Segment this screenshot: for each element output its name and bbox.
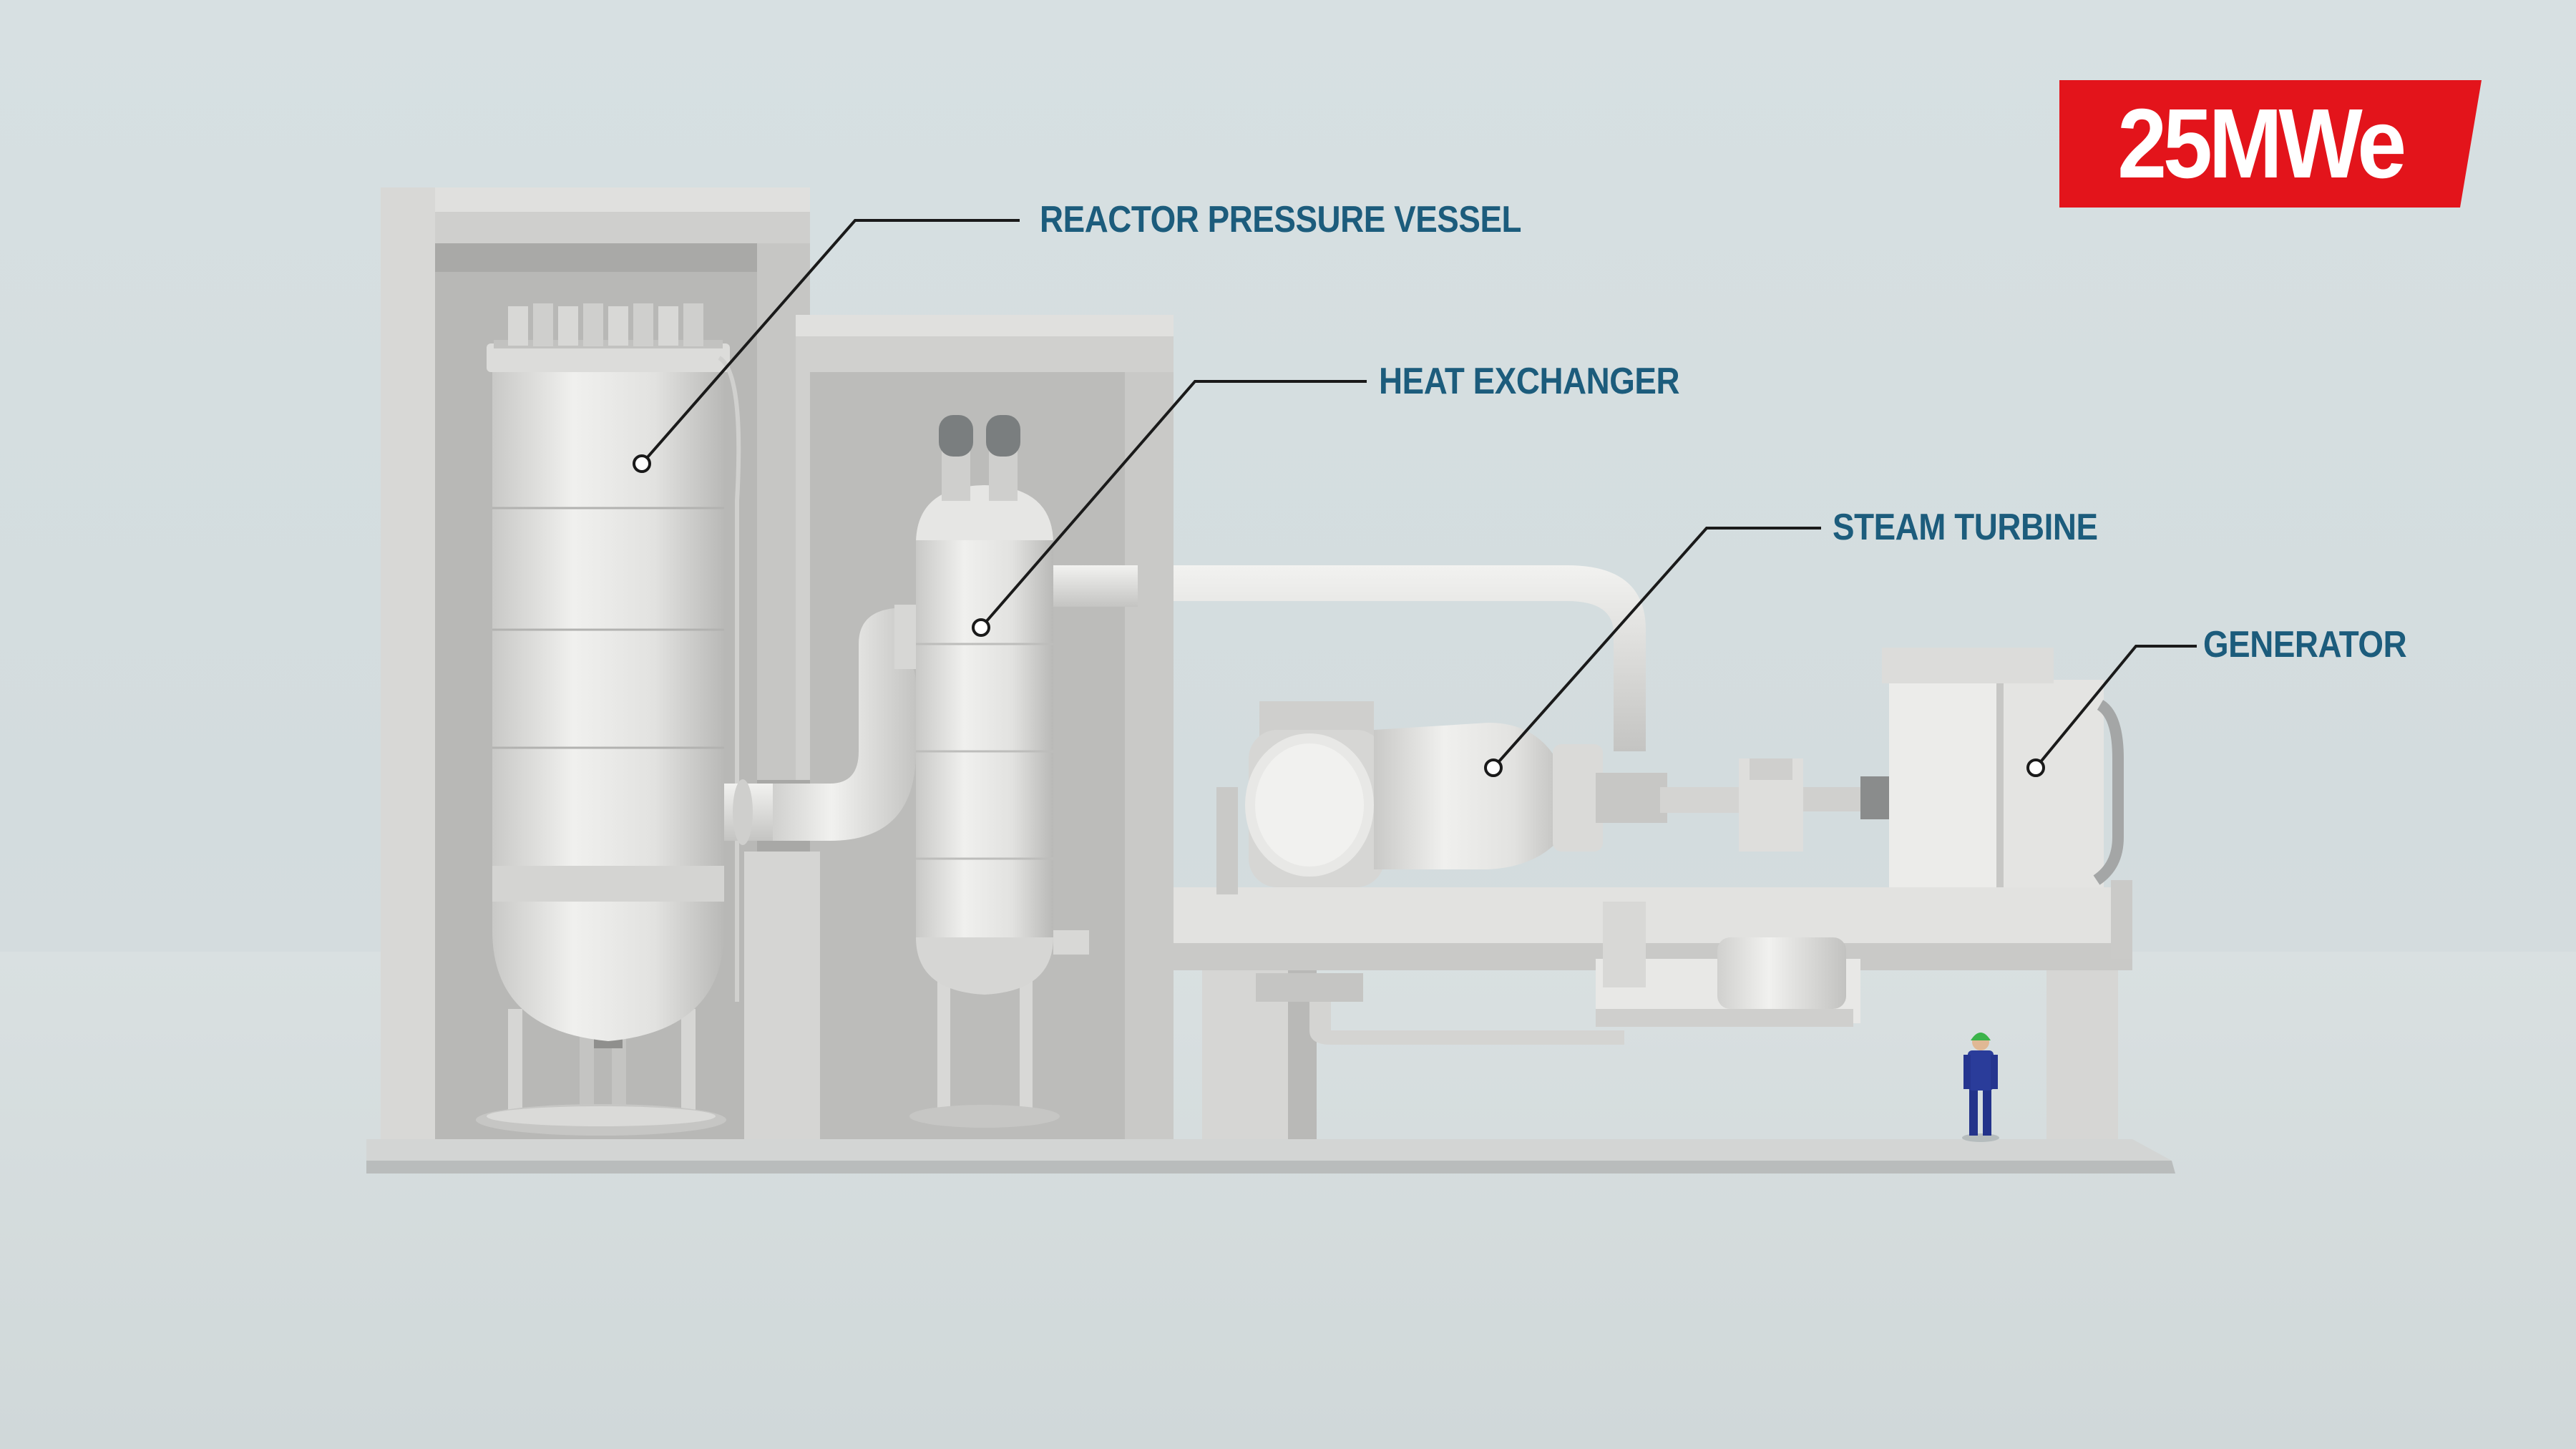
callout-label-heat-exchanger: HEAT EXCHANGER [1379, 361, 1680, 402]
power-rating-badge: 25MWe [2059, 80, 2482, 208]
heat-exchanger-model [909, 415, 1089, 1128]
callout-label-generator: GENERATOR [2203, 624, 2407, 665]
callout-leaders [640, 219, 2197, 769]
steam-pipe [1174, 565, 1646, 751]
marker-reactor [633, 454, 651, 473]
marker-heat-exchanger [972, 618, 990, 637]
foundation-slab [366, 1139, 2175, 1174]
marker-generator [2026, 758, 2045, 777]
callout-label-reactor-pressure-vessel: REACTOR PRESSURE VESSEL [1040, 199, 1522, 240]
power-rating-text: 25MWe [2117, 89, 2406, 199]
generator-model [1860, 648, 2124, 887]
primary-loop-pipe [724, 565, 1138, 845]
turbine-deck [1174, 787, 2132, 1139]
leader-line-steam-turbine [1492, 527, 1821, 769]
callout-label-steam-turbine: STEAM TURBINE [1833, 507, 2098, 548]
worker-figure [1962, 1033, 1999, 1142]
leader-line-reactor [640, 219, 1020, 465]
leader-line-generator [2034, 645, 2197, 769]
callout-markers [633, 454, 2045, 777]
leader-line-heat-exchanger [980, 380, 1367, 629]
marker-steam-turbine [1484, 758, 1503, 777]
badge-background [2059, 80, 2482, 208]
steam-turbine-model [1245, 701, 1889, 887]
reactor-pressure-vessel-model [476, 303, 741, 1136]
